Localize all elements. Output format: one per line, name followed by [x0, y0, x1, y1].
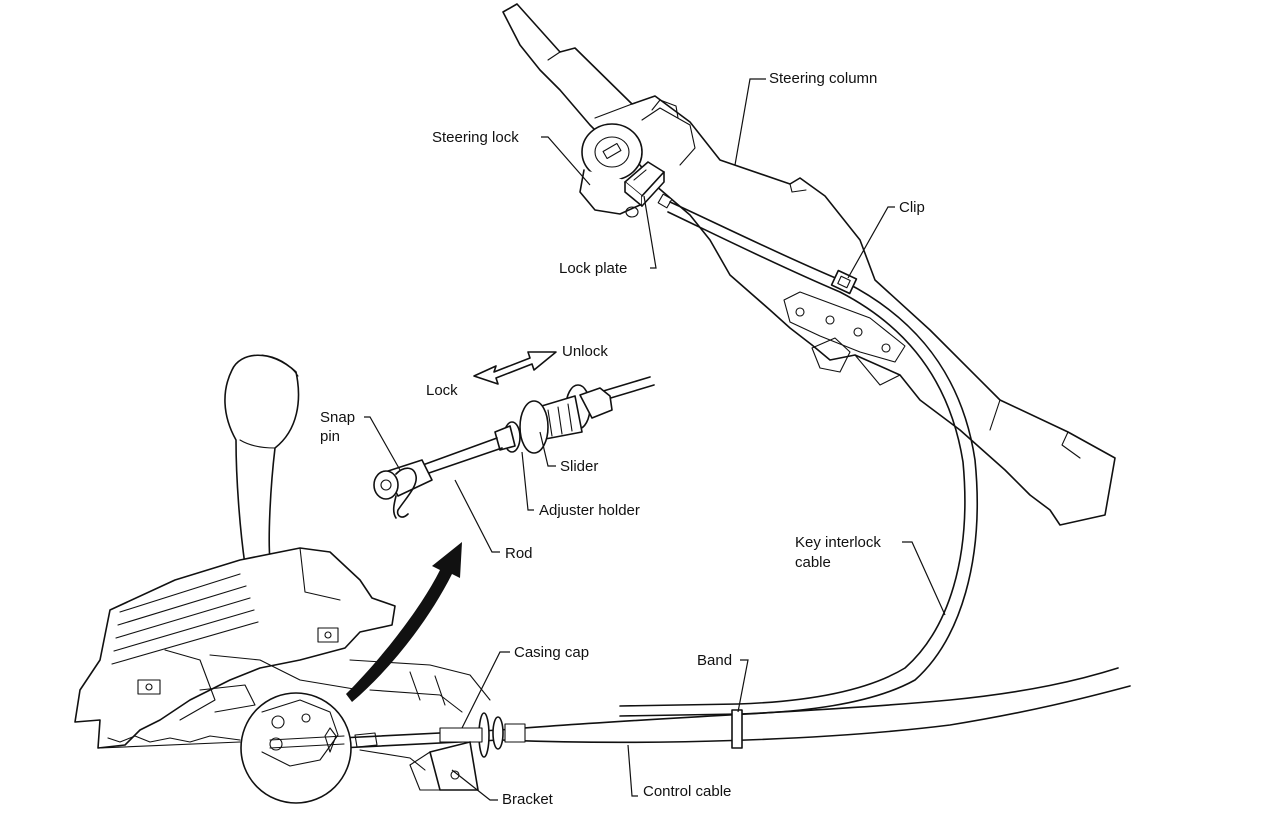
label-clip: Clip	[899, 199, 925, 216]
label-key-interlock-line1: Key interlock	[795, 534, 881, 551]
steering-column	[502, 3, 1116, 526]
label-key-interlock-line2: cable	[795, 554, 831, 571]
label-slider: Slider	[560, 458, 598, 475]
label-lock: Lock	[426, 382, 458, 399]
band	[731, 709, 743, 749]
lock-plate	[624, 161, 673, 209]
key-interlock-cable	[619, 201, 978, 717]
steering-lock	[579, 99, 696, 218]
adjuster-detail	[373, 376, 655, 519]
leader-lines	[364, 78, 946, 801]
label-snap-pin-line1: Snap	[320, 409, 355, 426]
label-control-cable: Control cable	[643, 783, 731, 800]
label-steering-column: Steering column	[769, 70, 877, 87]
control-cable	[499, 667, 1131, 744]
label-adjuster-holder: Adjuster holder	[539, 502, 640, 519]
curved-arrow	[346, 542, 462, 702]
shifter-assembly	[74, 547, 491, 771]
shift-lever	[224, 354, 300, 566]
label-unlock: Unlock	[562, 343, 608, 360]
label-casing-cap: Casing cap	[514, 644, 589, 661]
label-snap-pin-line2: pin	[320, 428, 340, 445]
label-rod: Rod	[505, 545, 533, 562]
lock-unlock-arrow	[473, 351, 557, 385]
label-lock-plate: Lock plate	[559, 260, 627, 277]
detail-circle	[240, 692, 352, 804]
clip	[830, 269, 858, 295]
label-band: Band	[697, 652, 732, 669]
label-steering-lock: Steering lock	[432, 129, 519, 146]
label-bracket: Bracket	[502, 791, 554, 808]
casing-cap	[339, 712, 526, 758]
